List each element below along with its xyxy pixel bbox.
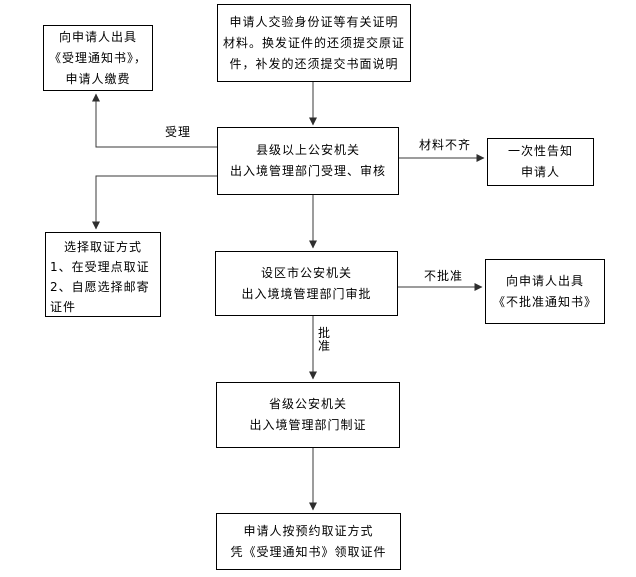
- node-text-line: 材料。换发证件的还须提交原证: [222, 35, 405, 50]
- node-text-line: 县级以上公安机关: [255, 143, 360, 157]
- node-text-line: 2、自愿选择邮寄: [50, 280, 150, 294]
- node-text-line: 凭《受理通知书》领取证件: [230, 544, 387, 559]
- node-text-line: 申请人交验身份证等有关证明: [229, 14, 399, 29]
- node-acceptance-notice: 向申请人出具 《受理通知书》， 申请人缴费: [43, 25, 153, 91]
- node-text-line: 申请人缴费: [65, 71, 131, 86]
- node-collect-certificate: 申请人按预约取证方式 凭《受理通知书》领取证件: [216, 513, 401, 570]
- node-text-line: 出入境管理部门受理、审核: [229, 164, 386, 178]
- node-choose-delivery: 选择取证方式 1、在受理点取证 2、自愿选择邮寄 证件: [45, 232, 161, 317]
- node-text-line: 《不批准通知书》: [492, 294, 597, 309]
- node-submit-materials: 申请人交验身份证等有关证明 材料。换发证件的还须提交原证 件，补发的还须提交书面…: [217, 4, 411, 82]
- node-onetime-inform: 一次性告知 申请人: [487, 138, 594, 186]
- node-text-line: 出入境管理部门制证: [249, 418, 367, 432]
- node-county-review: 县级以上公安机关 出入境管理部门受理、审核: [217, 127, 399, 195]
- node-text-line: 申请人按预约取证方式: [243, 523, 374, 538]
- node-text-line: 1、在受理点取证: [50, 260, 150, 274]
- edge-label-approved: 批准: [317, 326, 330, 353]
- node-text-line: 向申请人出具: [58, 29, 137, 44]
- node-text-line: 选择取证方式: [63, 240, 142, 254]
- edge-label-accepted: 受理: [165, 125, 192, 139]
- edge-label-materials-incomplete: 材料不齐: [419, 138, 472, 152]
- node-text-line: 证件: [50, 300, 77, 314]
- node-text-line: 向申请人出具: [505, 273, 584, 288]
- node-city-approval: 设区市公安机关 出入境境管理部门审批: [215, 251, 398, 316]
- edge-label-not-approved: 不批准: [424, 269, 464, 283]
- node-rejection-notice: 向申请人出具 《不批准通知书》: [485, 259, 605, 324]
- node-text-line: 出入境境管理部门审批: [241, 286, 372, 301]
- node-text-line: 件，补发的还须提交书面说明: [229, 56, 399, 71]
- node-text-line: 省级公安机关: [268, 397, 347, 411]
- node-text-line: 设区市公安机关: [260, 265, 352, 280]
- connector-county-to-choose-delivery: [92, 175, 217, 230]
- node-text-line: 一次性告知: [507, 144, 573, 158]
- node-text-line: 《受理通知书》，: [48, 50, 147, 65]
- connector-county-to-acceptance-notice: [92, 93, 217, 148]
- node-province-production: 省级公安机关 出入境管理部门制证: [216, 382, 400, 448]
- node-text-line: 申请人: [520, 165, 560, 179]
